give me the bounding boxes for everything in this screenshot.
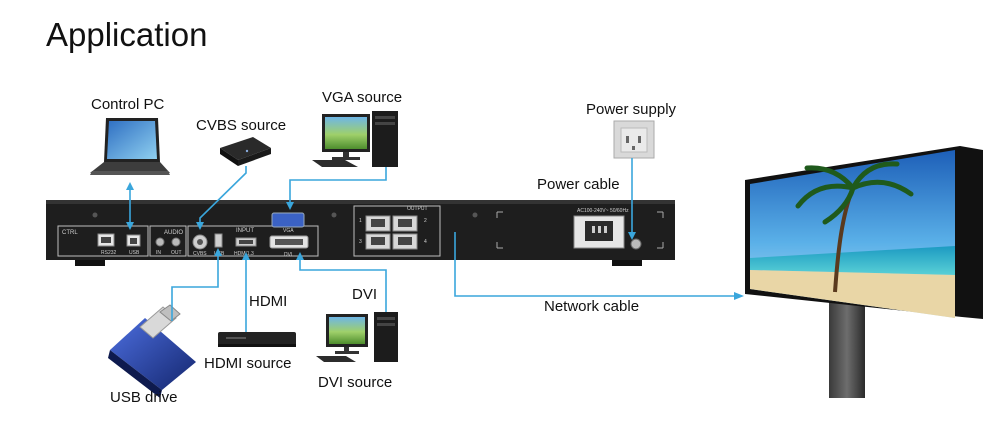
- network-cable-label: Network cable: [544, 298, 640, 315]
- dvi-source-label: DVI source: [318, 374, 393, 391]
- page-title: Application: [46, 16, 208, 53]
- power-socket-pin: [598, 226, 601, 233]
- audio-in-jack-icon: [155, 237, 165, 247]
- rs232-label: RS232: [101, 250, 117, 256]
- dvi-port-label: DVI: [284, 252, 292, 258]
- arrow-up-icon: [214, 248, 222, 256]
- audio-in-label: IN: [156, 250, 161, 256]
- audio-group-frame: [149, 225, 187, 257]
- input-group-frame: [187, 225, 319, 257]
- cable-arrows: [126, 182, 744, 300]
- hdmi-label: HDMI: [249, 293, 288, 310]
- network-cable: [454, 232, 738, 297]
- ctrl-group-frame: [57, 225, 149, 257]
- hdmi-port-hole: [239, 240, 253, 244]
- power-cable-label: Power cable: [537, 176, 620, 193]
- screw-icon: [331, 212, 337, 218]
- power-socket-pin: [592, 226, 595, 233]
- output-group-frame: [353, 205, 441, 257]
- dvi-label: DVI: [352, 286, 378, 303]
- ground-terminal-icon: [630, 238, 642, 250]
- vga-port-icon: [271, 212, 305, 228]
- display-pole: [829, 300, 865, 398]
- cvbs-bnc-center: [197, 239, 203, 245]
- port-number-1: 1: [359, 218, 362, 224]
- screw-icon: [472, 212, 478, 218]
- cvbs-source-label: CVBS source: [196, 117, 287, 134]
- dvi-cable: [299, 256, 387, 312]
- usb-a-port-icon: [214, 233, 223, 248]
- usb-b-port-hole: [130, 238, 137, 244]
- hdmi-source-box-icon: [218, 332, 296, 347]
- output-port-hole: [398, 219, 412, 227]
- vga-cable: [289, 167, 387, 206]
- arrow-up-icon: [242, 252, 250, 260]
- arrow-down-icon: [196, 222, 204, 230]
- screw-icon: [92, 212, 98, 218]
- controller-foot-left: [75, 260, 105, 266]
- arrow-up-icon: [296, 252, 304, 260]
- vga-source-label: VGA source: [322, 89, 403, 106]
- output-label: OUTPUT: [407, 206, 428, 212]
- cvbs-box-icon: [220, 137, 271, 166]
- arrow-down-icon: [286, 202, 294, 210]
- output-port-hole: [371, 237, 385, 245]
- corner-mark: [496, 211, 503, 249]
- port-number-4: 4: [424, 239, 427, 245]
- usb-drive-icon: [108, 304, 196, 398]
- control-pc-label: Control PC: [91, 96, 165, 113]
- port-number-3: 3: [359, 239, 362, 245]
- controller-body: [46, 200, 675, 260]
- dvi-source-pc-icon: [316, 312, 398, 362]
- palm-leaves: [795, 161, 914, 225]
- vga-port-label: VGA: [283, 228, 294, 234]
- cables: [129, 158, 738, 332]
- display-beach: [750, 270, 955, 318]
- arrow-up-icon: [126, 182, 134, 190]
- audio-out-jack-icon: [171, 237, 181, 247]
- controller-foot-right: [612, 260, 642, 266]
- display-sea: [750, 246, 955, 275]
- output-port-hole: [398, 237, 412, 245]
- vga-source-pc-icon: [312, 111, 398, 167]
- rs232-port-hole: [101, 237, 111, 243]
- port-number-2: 2: [424, 218, 427, 224]
- usb-label: USB: [129, 250, 140, 256]
- controller-device: CTRL RS232 USB AUDIO IN OUT INPUT CVBS U…: [46, 200, 675, 266]
- audio-label: AUDIO: [164, 230, 183, 236]
- corner-mark: [657, 211, 664, 249]
- usb-drive-label: USB drive: [110, 389, 178, 406]
- power-rating-label: AC100-240V~ 50/60Hz: [577, 208, 629, 214]
- power-socket-pin: [604, 226, 607, 233]
- arrow-down-icon: [628, 232, 636, 240]
- arrow-right-icon: [734, 292, 744, 300]
- dvi-port-hole: [275, 239, 303, 245]
- audio-out-label: OUT: [171, 250, 182, 256]
- ctrl-label: CTRL: [62, 230, 78, 236]
- hdmi-source-label: HDMI source: [204, 355, 292, 372]
- controller-top-edge: [46, 200, 675, 204]
- wall-socket-icon: [613, 120, 655, 159]
- arrow-down-icon: [126, 222, 134, 230]
- cvbs-label: CVBS: [193, 251, 207, 257]
- led-display-icon: [745, 146, 983, 398]
- laptop-icon: [90, 118, 170, 175]
- output-port-hole: [371, 219, 385, 227]
- power-supply-label: Power supply: [586, 101, 677, 118]
- usb-cable: [171, 252, 219, 321]
- hdmi-port-label: HDMI1.3: [234, 251, 254, 257]
- input-label: INPUT: [236, 228, 254, 234]
